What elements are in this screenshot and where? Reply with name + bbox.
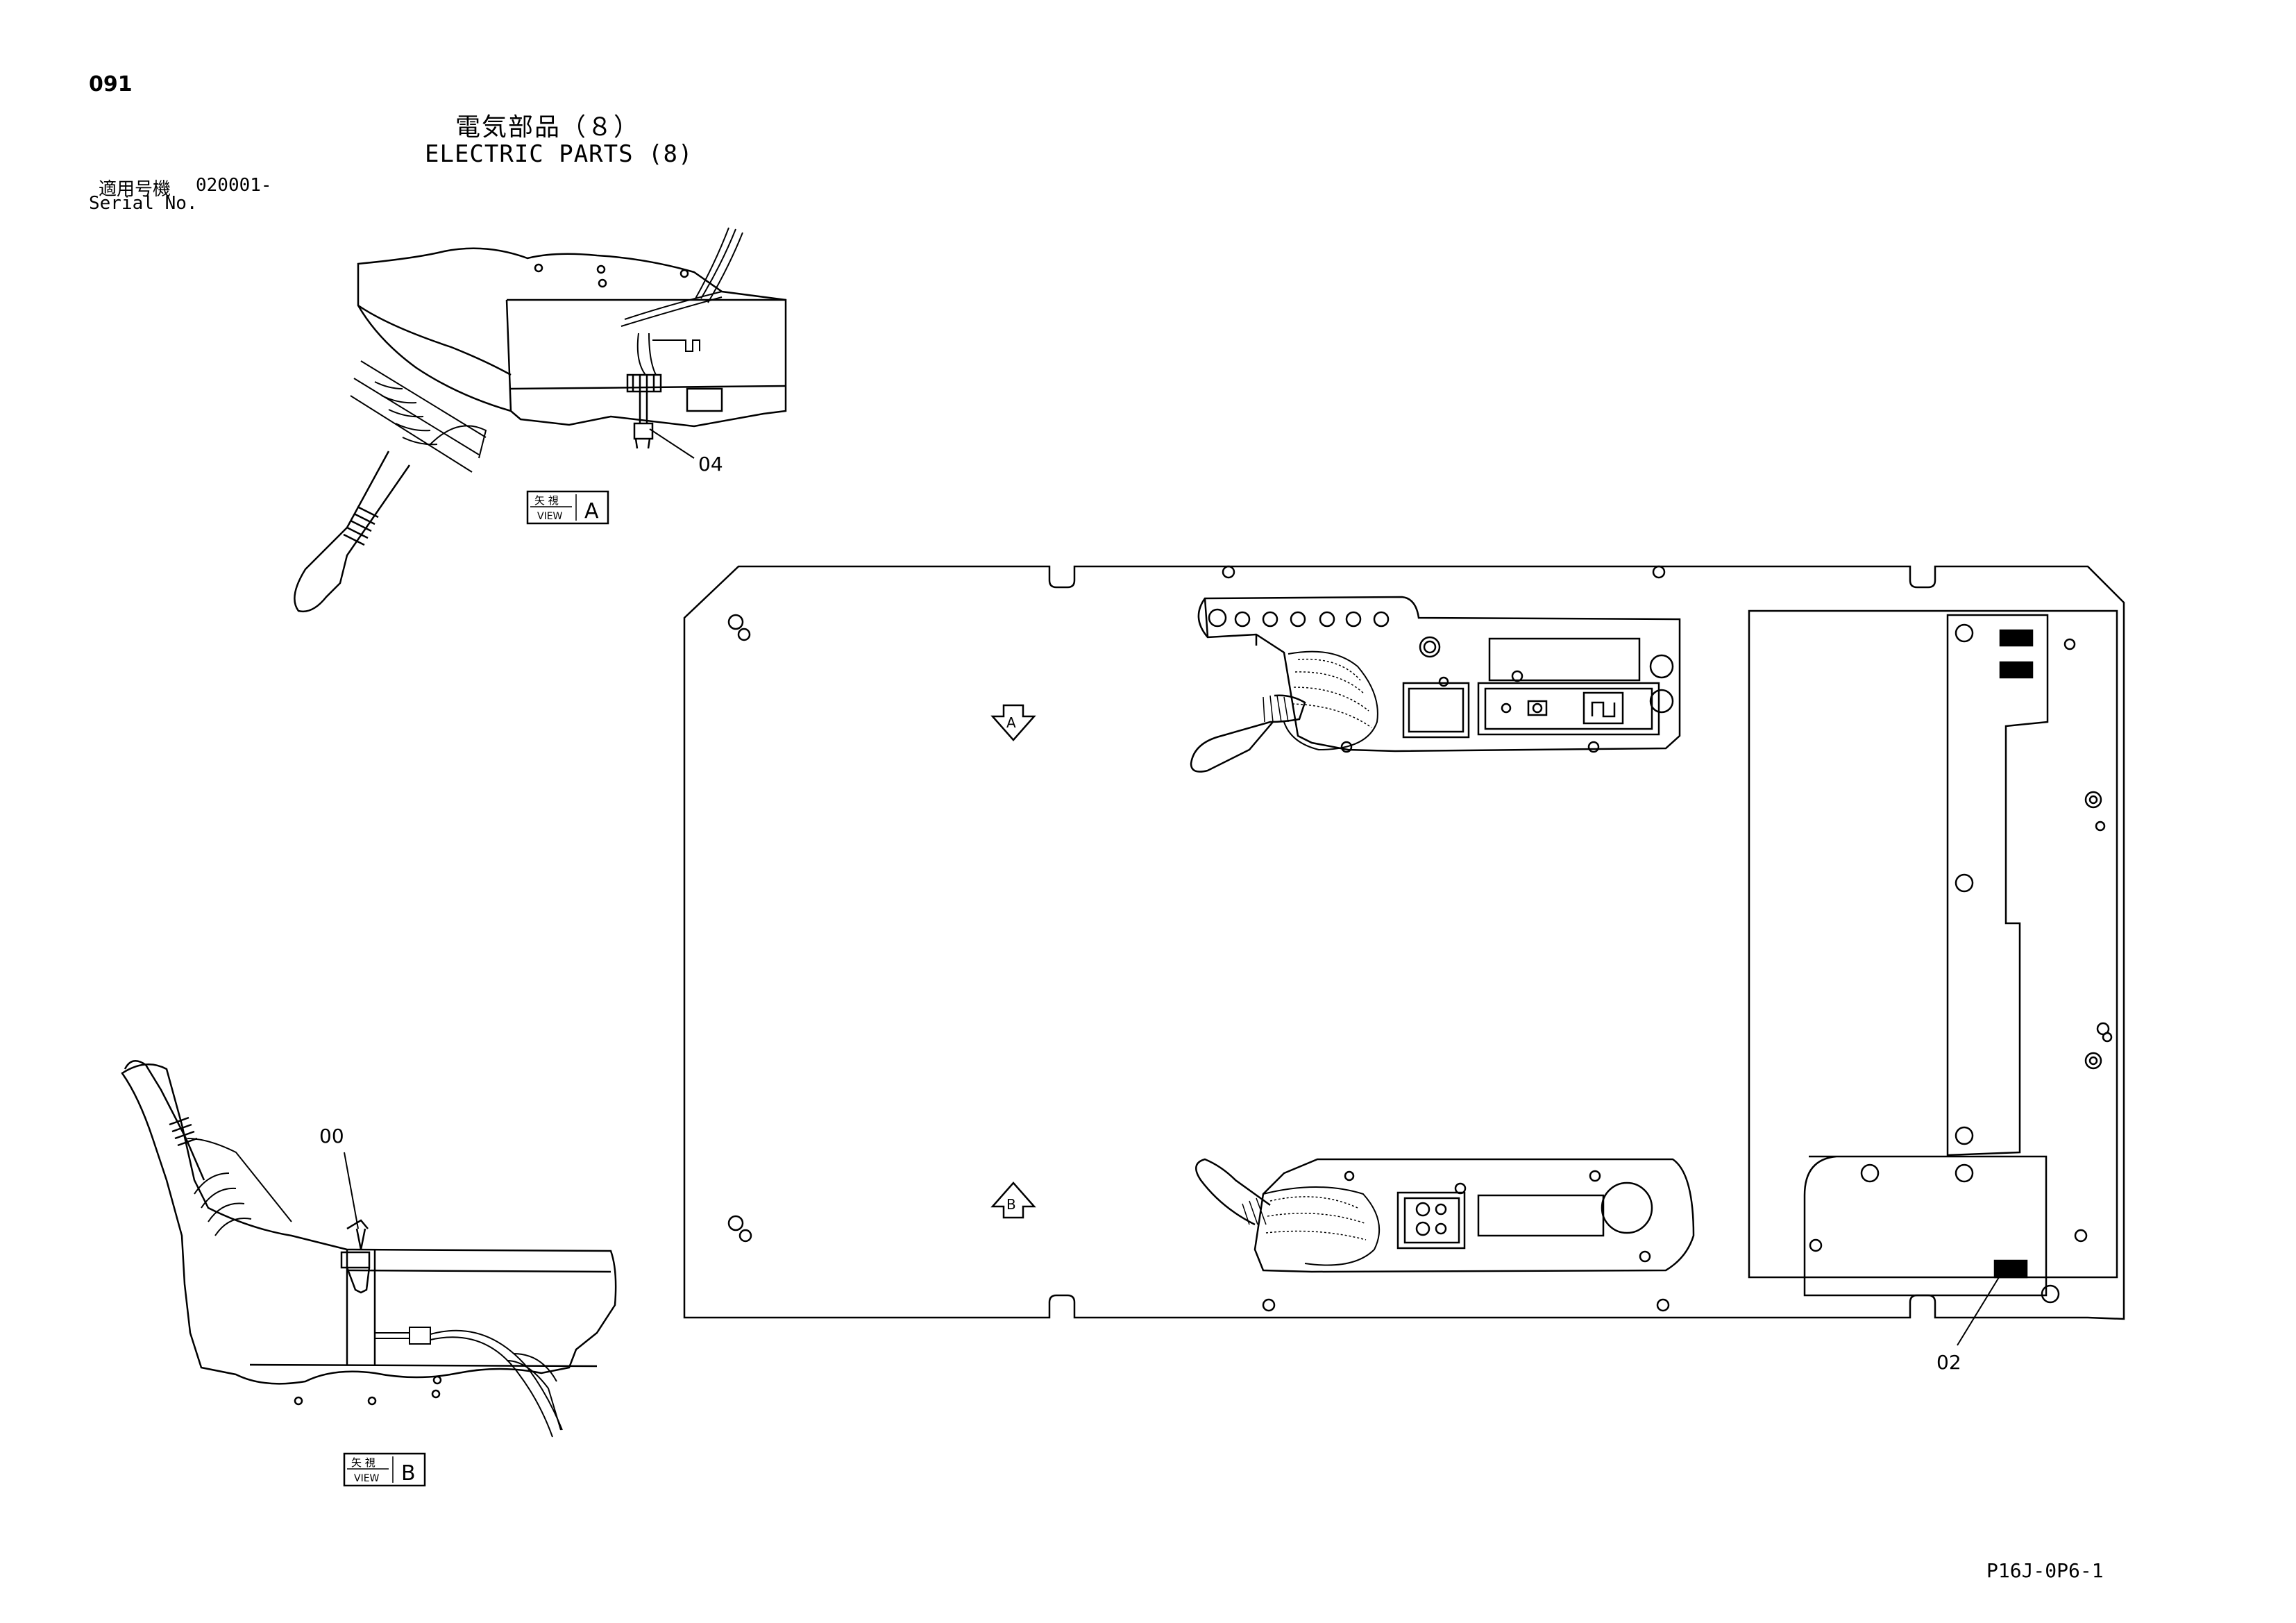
mount-hole <box>432 1375 442 1385</box>
callout-leader-00 <box>344 1152 359 1229</box>
mount-hole <box>431 1389 441 1399</box>
connector <box>340 1219 371 1294</box>
view-b-label: 矢 視 VIEW B <box>343 1452 426 1487</box>
view-b-marker-letter: B <box>1006 1196 1016 1213</box>
serial-number-value: 020001- <box>196 175 272 196</box>
wire-harness <box>375 1327 563 1438</box>
view-b-letter: B <box>401 1461 416 1486</box>
upper-console <box>1190 596 1681 773</box>
view-a-label: 矢 視 VIEW A <box>526 490 609 525</box>
view-a-detail: 04 矢 視 VIEW A <box>294 227 787 613</box>
panel-label-plate <box>1993 1259 2028 1279</box>
callout-00: 00 <box>319 1125 344 1147</box>
floor-plate <box>683 565 2125 1320</box>
panel-label-plate <box>1999 661 2034 679</box>
callout-leader-04 <box>649 428 695 459</box>
mount-hole <box>534 263 543 273</box>
view-b-label-jp: 矢 視 <box>351 1456 375 1469</box>
view-a-marker: A <box>990 704 1036 741</box>
callout-04: 04 <box>698 453 723 476</box>
wire-harness <box>621 227 743 376</box>
view-b-label-en: VIEW <box>354 1473 380 1484</box>
view-a-letter: A <box>584 499 599 523</box>
drawing-code: P16J-0P6-1 <box>1986 1559 2104 1582</box>
mount-hole <box>294 1396 303 1406</box>
console-box <box>686 387 723 412</box>
joystick-bellows <box>187 1138 292 1236</box>
mount-hole <box>679 269 689 278</box>
mount-hole <box>596 264 606 274</box>
serial-label-english: Serial No. <box>89 193 198 214</box>
view-b-marker: B <box>990 1181 1036 1219</box>
mount-hole <box>598 278 607 288</box>
page-title-english: ELECTRIC PARTS (8) <box>425 140 693 168</box>
view-a-label-en: VIEW <box>537 511 563 522</box>
panel-label-plate <box>1999 629 2034 647</box>
side-panel: 02 <box>1748 609 2118 1374</box>
page-title-japanese: 電気部品（８） <box>455 113 641 142</box>
joystick-bellows <box>350 360 487 473</box>
callout-02: 02 <box>1936 1351 1961 1374</box>
serial-label-japanese: 適用号機 <box>99 179 171 200</box>
page-number: 091 <box>89 72 133 96</box>
view-a-label-jp: 矢 視 <box>534 494 559 507</box>
view-a-marker-letter: A <box>1006 714 1016 731</box>
view-b-detail: 00 矢 視 VIEW B <box>121 1060 617 1487</box>
joystick-lever <box>124 1060 205 1181</box>
joystick-lever <box>294 451 411 613</box>
connector <box>626 373 662 449</box>
callout-leader-02 <box>1957 1277 2000 1346</box>
mount-hole <box>367 1396 377 1406</box>
lower-console <box>1195 1158 1695 1273</box>
